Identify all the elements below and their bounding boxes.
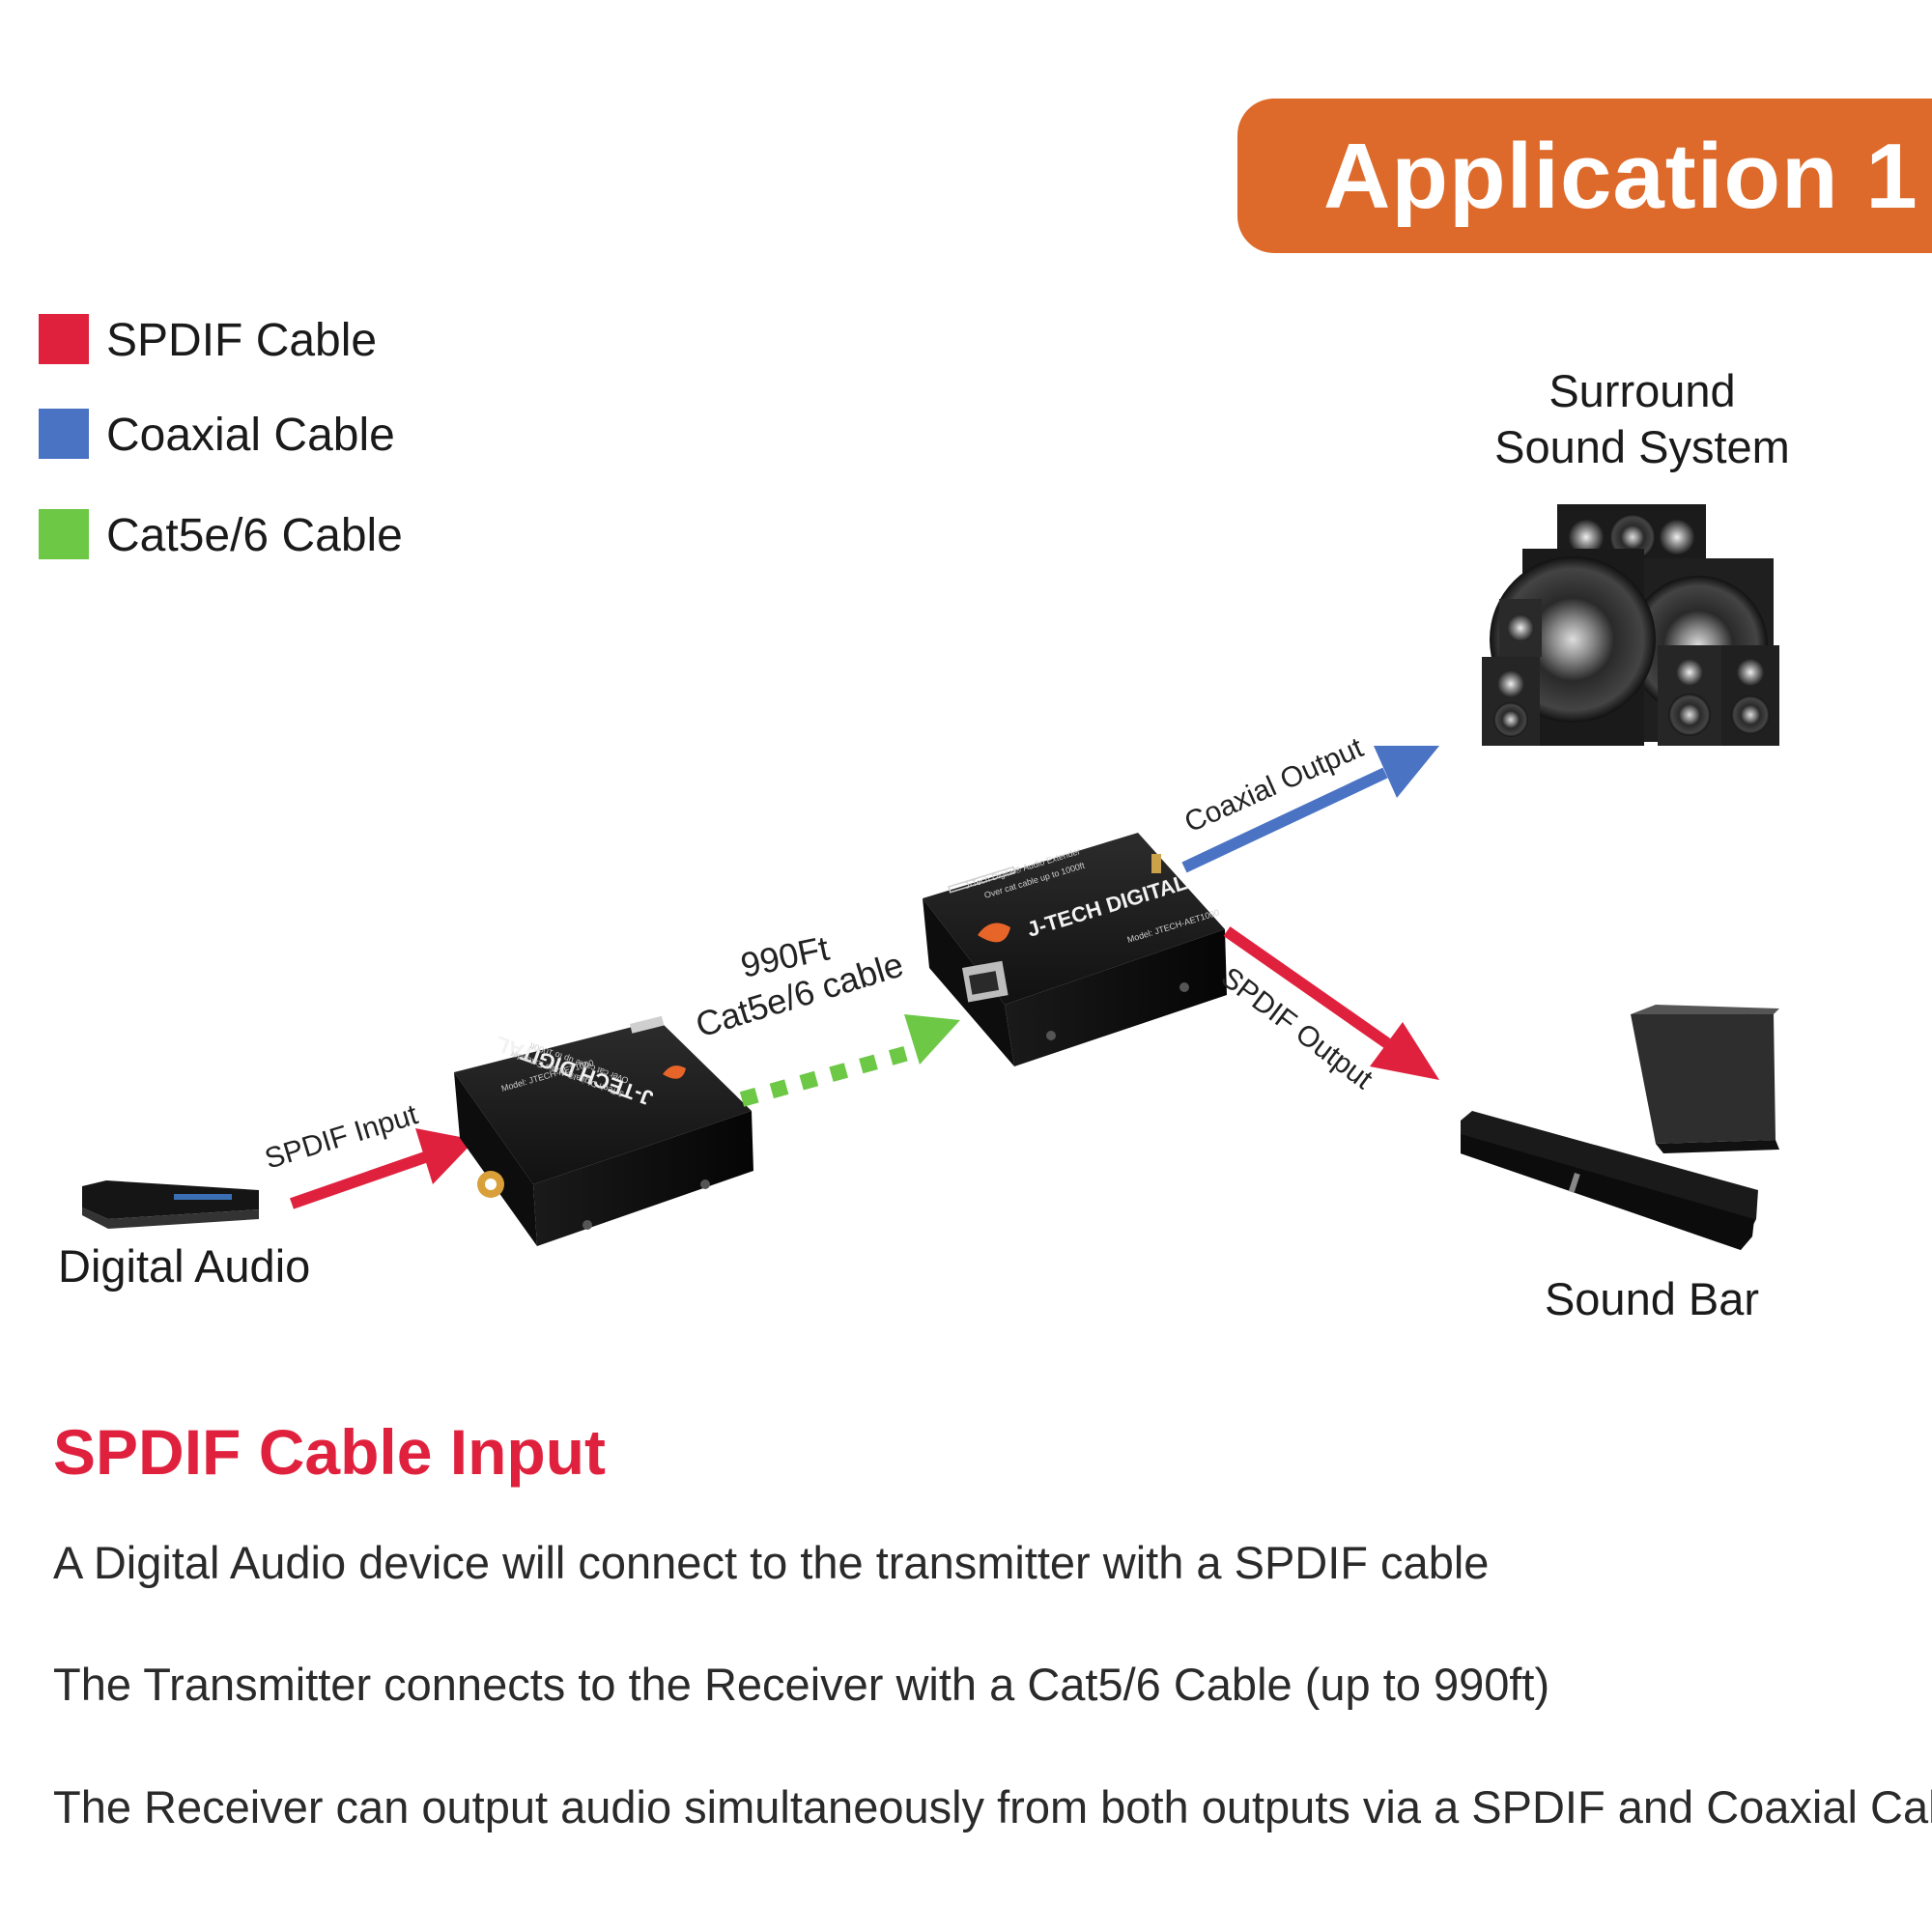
legend-label-spdif: SPDIF Cable xyxy=(106,315,378,366)
description-line-2: The Transmitter connects to the Receiver… xyxy=(53,1659,1550,1710)
legend-label-cat: Cat5e/6 Cable xyxy=(106,510,403,561)
header-badge xyxy=(1237,99,1932,253)
section-title: SPDIF Cable Input xyxy=(53,1416,607,1488)
spdif-output-arrow xyxy=(1223,926,1439,1080)
digital-audio-player-icon xyxy=(82,1180,259,1229)
surround-caption-line2: Sound System xyxy=(1494,421,1790,472)
cat-cable-arrow xyxy=(739,1014,960,1107)
spdif-input-arrow xyxy=(290,1128,475,1209)
receiver-device xyxy=(923,833,1227,1066)
legend-swatch-coaxial xyxy=(39,409,89,459)
transmitter-device xyxy=(454,1015,753,1246)
surround-caption-line1: Surround xyxy=(1548,365,1736,416)
connection-diagram: SPDIF Input J-TECH DIGITAL J-Tech Digita… xyxy=(82,504,1779,1250)
legend-swatch-cat xyxy=(39,509,89,559)
coaxial-output-arrow xyxy=(1181,746,1439,873)
sound-bar-icon xyxy=(1461,1005,1779,1250)
sound-bar-caption: Sound Bar xyxy=(1544,1273,1760,1324)
legend-swatch-spdif xyxy=(39,314,89,364)
description-line-3: The Receiver can output audio simultaneo… xyxy=(53,1781,1932,1833)
surround-speakers-icon xyxy=(1482,504,1779,746)
page-title: Application 1 xyxy=(1323,125,1918,228)
legend-label-coaxial: Coaxial Cable xyxy=(106,410,395,461)
digital-audio-caption: Digital Audio xyxy=(58,1240,311,1292)
description-line-1: A Digital Audio device will connect to t… xyxy=(53,1537,1490,1588)
